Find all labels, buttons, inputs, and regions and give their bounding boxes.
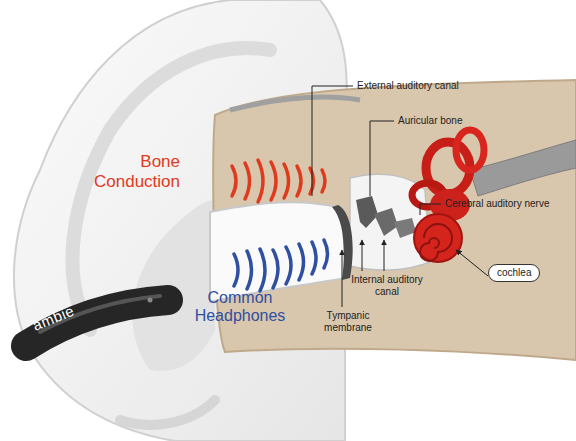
part-label: Internal auditory canal <box>350 274 424 297</box>
ossicle <box>356 196 378 228</box>
air-waves <box>234 254 238 286</box>
bone-waves <box>297 166 301 196</box>
wave-title: Bone Conduction <box>92 152 180 191</box>
bone-waves <box>232 160 325 202</box>
air-waves <box>312 242 316 274</box>
part-label: Auricular bone <box>398 115 498 127</box>
part-label: External auditory canal <box>357 80 497 92</box>
concha <box>133 200 215 371</box>
skin-edge <box>230 97 360 110</box>
leader-lines <box>370 121 394 196</box>
earlobe-fold <box>120 400 215 425</box>
part-label: Tympanic membrane <box>314 310 382 333</box>
bone-waves <box>322 170 325 192</box>
air-waves <box>247 251 252 289</box>
outer-ear <box>14 0 347 441</box>
bone-waves <box>284 164 289 198</box>
bone-waves <box>245 163 250 199</box>
bone-waves <box>232 166 236 196</box>
callout-box: cochlea <box>488 264 540 282</box>
leader-lines <box>362 240 363 271</box>
air-waves <box>273 250 278 288</box>
earpiece-dot <box>148 298 153 303</box>
air-waves <box>299 244 304 280</box>
leader-lines <box>312 86 353 196</box>
ear-canal <box>210 202 346 302</box>
air-waves <box>260 249 265 291</box>
leader-lines <box>342 250 343 307</box>
cochlea-spiral <box>420 224 452 261</box>
bone-waves <box>258 160 263 202</box>
leader-lines <box>384 240 385 271</box>
leader-lines <box>420 204 441 215</box>
part-label: Cerebral auditory nerve <box>445 198 573 210</box>
cochlea-shape <box>414 214 462 262</box>
air-waves <box>324 240 328 268</box>
leader-lines <box>456 250 488 276</box>
part-label: cochlea <box>497 267 531 278</box>
wave-title: Common Headphones <box>172 289 308 326</box>
ossicle <box>394 218 416 238</box>
air-waves <box>234 240 328 291</box>
bone-waves <box>271 162 276 200</box>
semicircular-canal <box>456 130 484 170</box>
air-waves <box>286 247 291 284</box>
